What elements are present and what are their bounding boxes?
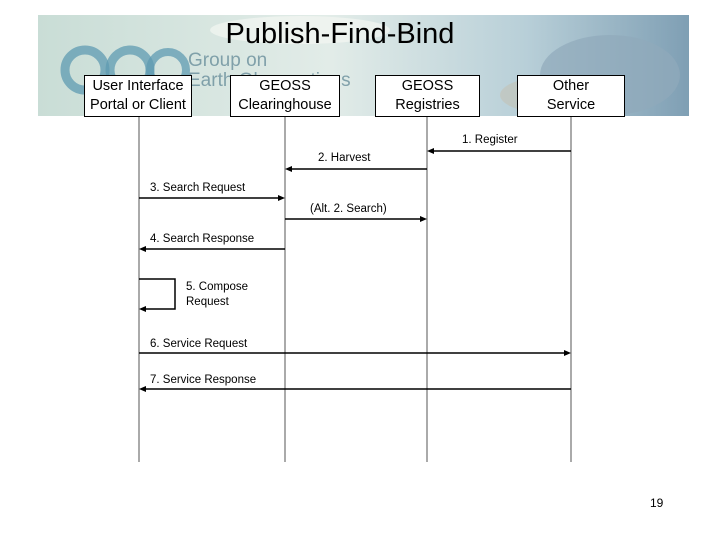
message-7-label: 7. Service Response <box>150 374 257 386</box>
message-6-loop <box>139 278 176 310</box>
page-number: 19 <box>650 496 664 510</box>
message-alt-label: (Alt. 2. Search) <box>310 203 387 215</box>
participant-other-service: Other Service <box>517 75 625 117</box>
message-7-arrowhead <box>564 350 571 356</box>
message-2-label: 2. Harvest <box>318 152 371 164</box>
message-5-label: 5. Compose Request <box>186 281 249 308</box>
message-4-arrowhead <box>420 216 427 222</box>
message-5-arrowhead <box>139 246 146 252</box>
message-6-label: 6. Service Request <box>150 338 248 350</box>
participant-ui: User Interface Portal or Client <box>84 75 192 117</box>
message-3-arrowhead <box>278 195 285 201</box>
logo-line-1: Group on <box>188 50 268 71</box>
message-3-label: 3. Search Request <box>150 182 246 194</box>
participant-clearinghouse: GEOSS Clearinghouse <box>230 75 340 117</box>
message-6-arrowhead <box>139 306 146 312</box>
participant-registries: GEOSS Registries <box>375 75 480 117</box>
message-2-arrowhead <box>285 166 292 172</box>
message-8-arrowhead <box>139 386 146 392</box>
message-1-label: 1. Register <box>462 134 518 146</box>
message-1-arrowhead <box>427 148 434 154</box>
message-4-label: 4. Search Response <box>150 233 255 245</box>
page-title: Publish-Find-Bind <box>225 18 455 50</box>
